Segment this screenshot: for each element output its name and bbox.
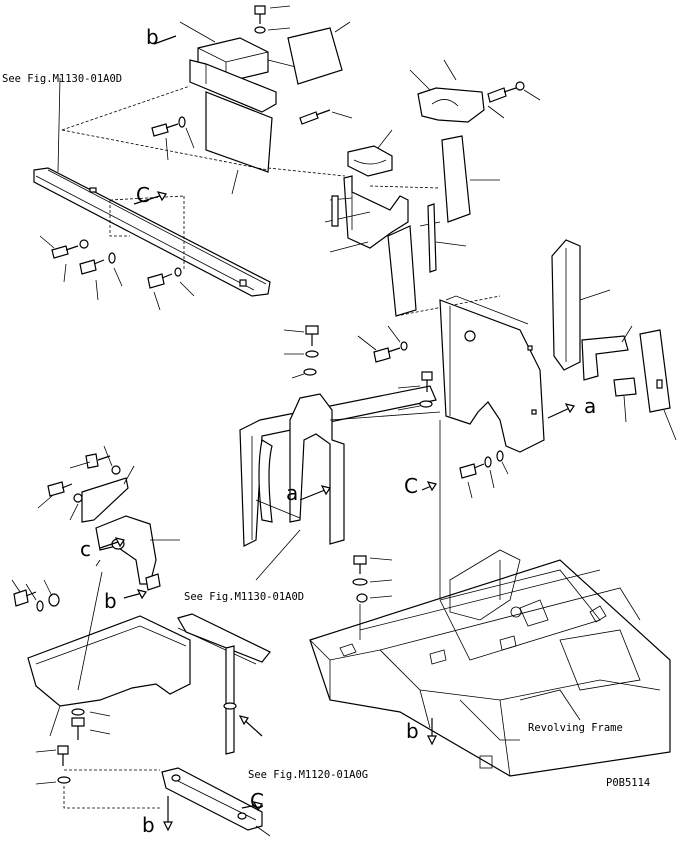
- callout-a-right: a: [584, 394, 596, 418]
- callout-b-bottom: b: [142, 813, 155, 837]
- callout-b-lower: b: [104, 589, 117, 613]
- callout-b-frame: b: [406, 719, 419, 743]
- revolving-frame-label: Revolving Frame: [528, 722, 623, 734]
- reference-label-3: See Fig.M1120-01A0G: [248, 769, 368, 781]
- reference-label-2: See Fig.M1130-01A0D: [184, 591, 304, 603]
- center-cover-group: [324, 129, 501, 317]
- callout-c-lower: c: [80, 537, 91, 561]
- reference-label-1: See Fig.M1130-01A0D: [2, 73, 122, 85]
- saddle-bracket-group: [409, 59, 541, 123]
- frame-panel-group: [239, 295, 575, 700]
- callout-C-bottom: C: [250, 789, 264, 813]
- callout-a-frame: a: [286, 481, 298, 505]
- long-rail-group: [33, 77, 271, 311]
- top-left-bracket-group: [61, 5, 353, 195]
- lower-bracket-group: [11, 35, 271, 837]
- drawing-number: P0B5114: [606, 777, 650, 789]
- right-panel-group: [551, 239, 677, 441]
- callout-b-top: b: [146, 25, 159, 49]
- callout-C-middle: C: [404, 474, 418, 498]
- callout-C-upper: C: [136, 183, 150, 207]
- revolving-frame-group: [309, 549, 671, 777]
